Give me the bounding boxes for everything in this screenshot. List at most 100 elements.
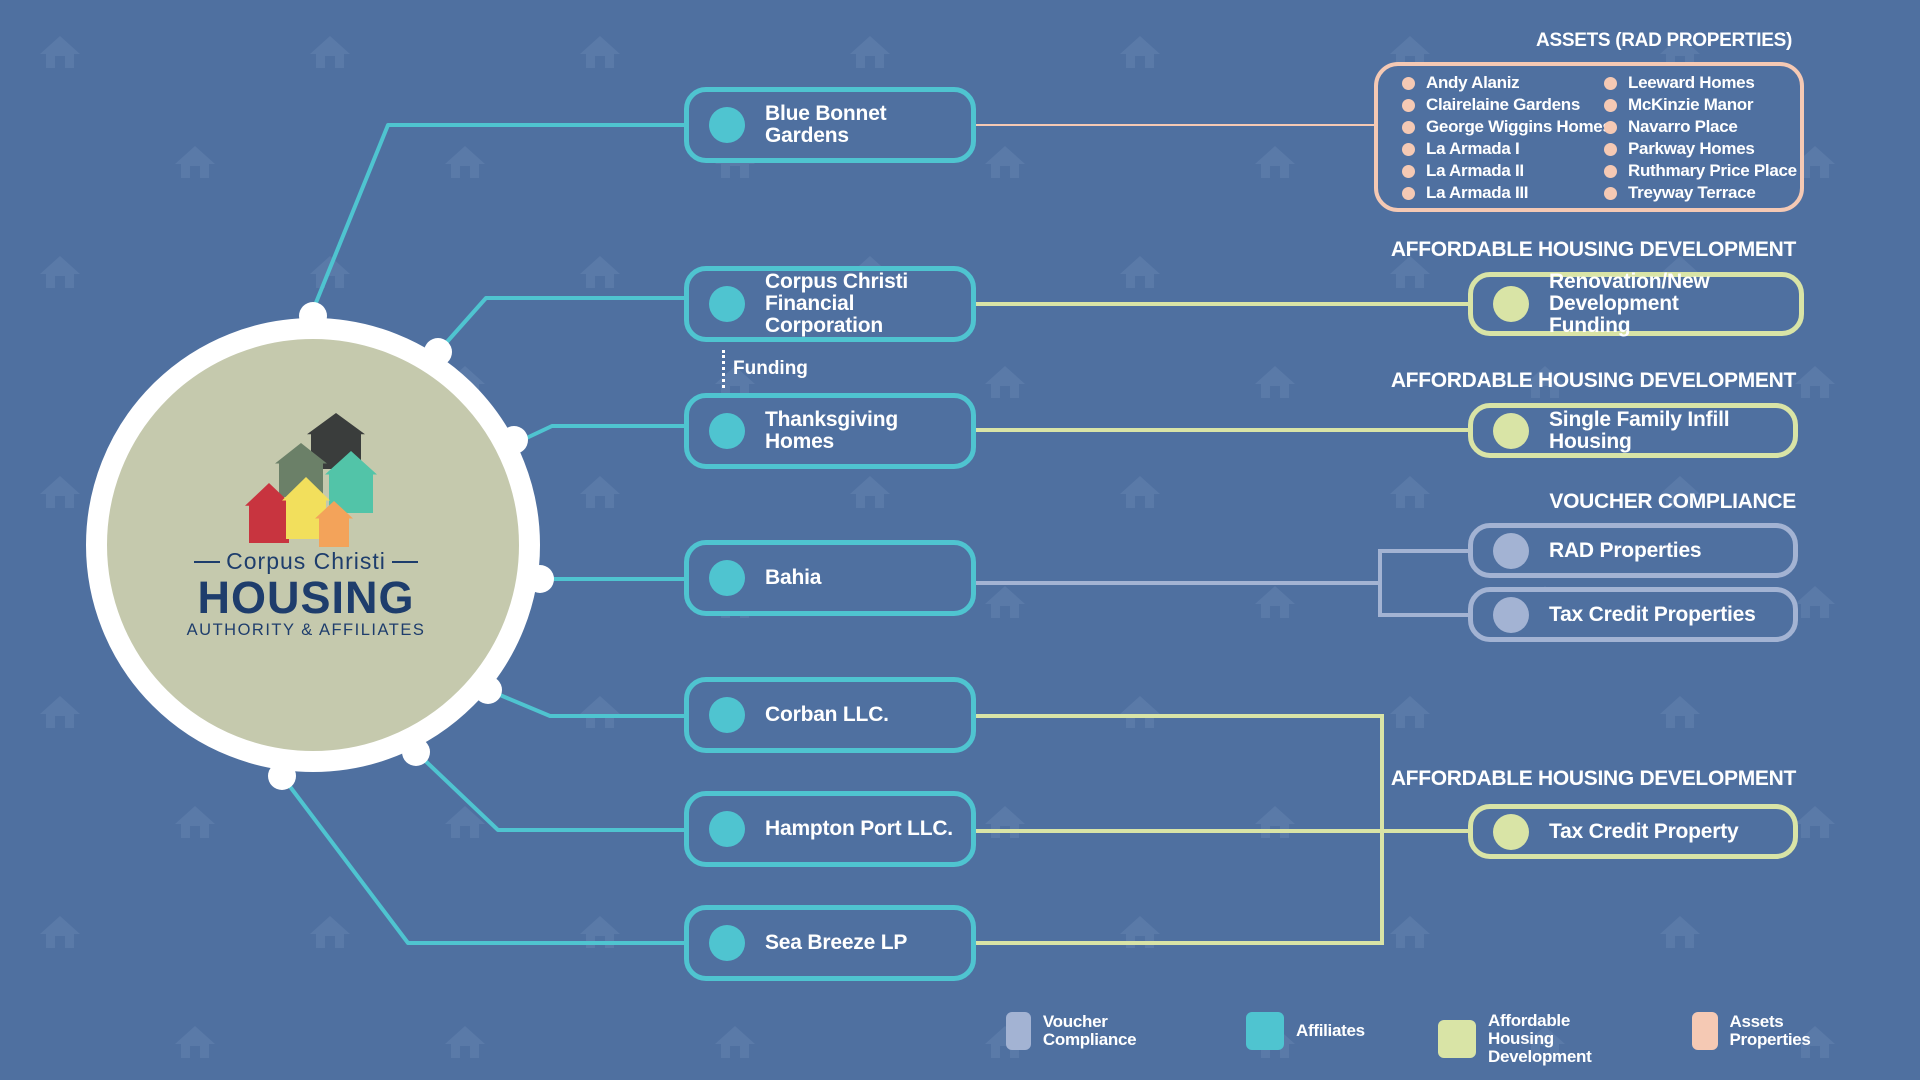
- affiliate-label: Corban LLC.: [765, 703, 889, 726]
- rad-properties-box[interactable]: RAD Properties: [1468, 523, 1798, 578]
- legend-swatch: [1438, 1020, 1476, 1058]
- asset-bullet: [1402, 164, 1415, 178]
- asset-label: La Armada I: [1426, 139, 1520, 158]
- watermark-house-icon: [715, 366, 755, 398]
- logo-houses-icon: [245, 413, 377, 547]
- funding-dotted-line: [722, 350, 725, 388]
- asset-label: Ruthmary Price Place: [1628, 161, 1797, 180]
- voucher-heading: VOUCHER COMPLIANCE: [1549, 490, 1796, 513]
- connector-thanksgiving: [517, 424, 688, 444]
- asset-bullet: [1604, 164, 1617, 178]
- affiliate-hampton-port-llc[interactable]: Hampton Port LLC.: [684, 791, 976, 867]
- watermark-house-icon: [580, 696, 620, 728]
- watermark-house-icon: [1525, 366, 1565, 398]
- asset-label: Navarro Place: [1628, 117, 1738, 136]
- asset-bullet: [1402, 142, 1415, 156]
- logo-line2: HOUSING: [197, 572, 415, 623]
- affiliate-bahia[interactable]: Bahia: [684, 540, 976, 616]
- legend-affordable-housing: Affordable Housing Development: [1438, 1012, 1638, 1066]
- asset-bullet: [1402, 98, 1415, 112]
- tax-credit-property-box[interactable]: Tax Credit Property: [1468, 804, 1798, 859]
- affiliate-blue-bonnet-gardens[interactable]: Blue Bonnet Gardens: [684, 87, 976, 163]
- watermark-house-icon: [1660, 696, 1700, 728]
- affiliate-label: Hampton Port LLC.: [765, 817, 953, 840]
- watermark-house-icon: [580, 256, 620, 288]
- asset-label: Treyway Terrace: [1628, 183, 1756, 202]
- affiliate-dot: [709, 925, 745, 961]
- watermark-house-icon: [985, 586, 1025, 618]
- tax-credit-property-label: Tax Credit Property: [1549, 819, 1739, 843]
- asset-bullet: [1604, 120, 1617, 134]
- affiliate-label: Thanksgiving Homes: [765, 408, 898, 453]
- watermark-house-icon: [715, 1026, 755, 1058]
- asset-item: Clairelaine Gardens: [1402, 94, 1612, 116]
- asset-item: Navarro Place: [1604, 116, 1797, 138]
- connector-node: [424, 338, 452, 366]
- renovation-label: Renovation/New Development Funding: [1549, 270, 1710, 337]
- watermark-house-icon: [310, 916, 350, 948]
- legend-label: Voucher Compliance: [1042, 1012, 1137, 1049]
- ahd-dot: [1493, 412, 1529, 449]
- watermark-house-icon: [40, 916, 80, 948]
- renovation-development-funding-box[interactable]: Renovation/New Development Funding: [1468, 270, 1804, 337]
- affiliate-dot: [709, 413, 745, 449]
- connector-node: [474, 676, 502, 704]
- logo-line1-text: Corpus Christi: [226, 548, 386, 574]
- watermark-house-icon: [40, 256, 80, 288]
- asset-item: George Wiggins Homes: [1402, 116, 1612, 138]
- affiliate-dot: [709, 286, 745, 322]
- watermark-house-icon: [1120, 476, 1160, 508]
- asset-item: Leeward Homes: [1604, 72, 1797, 94]
- affiliate-corban-llc[interactable]: Corban LLC.: [684, 677, 976, 753]
- connector-voucher-split: [1378, 549, 1472, 617]
- logo-text: Corpus Christi HOUSING AUTHORITY & AFFIL…: [140, 548, 472, 640]
- affiliate-sea-breeze-lp[interactable]: Sea Breeze LP: [684, 905, 976, 981]
- vc-dot: [1493, 596, 1529, 633]
- affiliate-corpus-christi-financial-corporation[interactable]: Corpus Christi Financial Corporation: [684, 266, 976, 342]
- legend-label: Affordable Housing Development: [1488, 1011, 1592, 1066]
- watermark-house-icon: [1525, 1026, 1565, 1058]
- asset-label: Leeward Homes: [1628, 73, 1755, 92]
- watermark-house-icon: [1660, 916, 1700, 948]
- asset-label: La Armada III: [1426, 183, 1529, 202]
- tax-credit-properties-label: Tax Credit Properties: [1549, 602, 1756, 626]
- single-family-infill-box[interactable]: Single Family Infill Housing: [1468, 403, 1798, 458]
- watermark-house-icon: [175, 1026, 215, 1058]
- connector-node: [526, 565, 554, 593]
- watermark-house-icon: [40, 36, 80, 68]
- watermark-house-icon: [850, 476, 890, 508]
- logo-house-icon: [275, 443, 327, 497]
- watermark-house-icon: [1390, 916, 1430, 948]
- watermark-house-icon: [445, 1026, 485, 1058]
- affiliate-dot: [709, 560, 745, 596]
- watermark-house-icon: [1795, 146, 1835, 178]
- affiliate-thanksgiving-homes[interactable]: Thanksgiving Homes: [684, 393, 976, 469]
- renovation-heading: AFFORDABLE HOUSING DEVELOPMENT: [1390, 238, 1796, 261]
- tax-credit-properties-box[interactable]: Tax Credit Properties: [1468, 587, 1798, 642]
- asset-label: George Wiggins Homes: [1426, 117, 1612, 136]
- connector-node: [268, 762, 296, 790]
- watermark-house-icon: [175, 806, 215, 838]
- legend-label: Affiliates: [1296, 1021, 1365, 1040]
- watermark-house-icon: [40, 696, 80, 728]
- legend-assets-properties: Assets Properties: [1692, 1012, 1823, 1050]
- asset-item: Andy Alaniz: [1402, 72, 1612, 94]
- logo-house-icon: [282, 477, 330, 539]
- watermark-house-icon: [1795, 366, 1835, 398]
- ahd-dot: [1493, 286, 1529, 322]
- asset-bullet: [1402, 76, 1415, 90]
- rad-label: RAD Properties: [1549, 538, 1702, 562]
- infill-label: Single Family Infill Housing: [1549, 407, 1730, 453]
- legend-swatch: [1692, 1012, 1718, 1050]
- watermark-house-icon: [445, 806, 485, 838]
- asset-label: Andy Alaniz: [1426, 73, 1520, 92]
- watermark-house-icon: [1255, 586, 1295, 618]
- legend-voucher-compliance: Voucher Compliance: [1006, 1012, 1149, 1050]
- logo-line1: Corpus Christi: [140, 548, 472, 575]
- watermark-house-icon: [40, 476, 80, 508]
- asset-bullet: [1604, 98, 1617, 112]
